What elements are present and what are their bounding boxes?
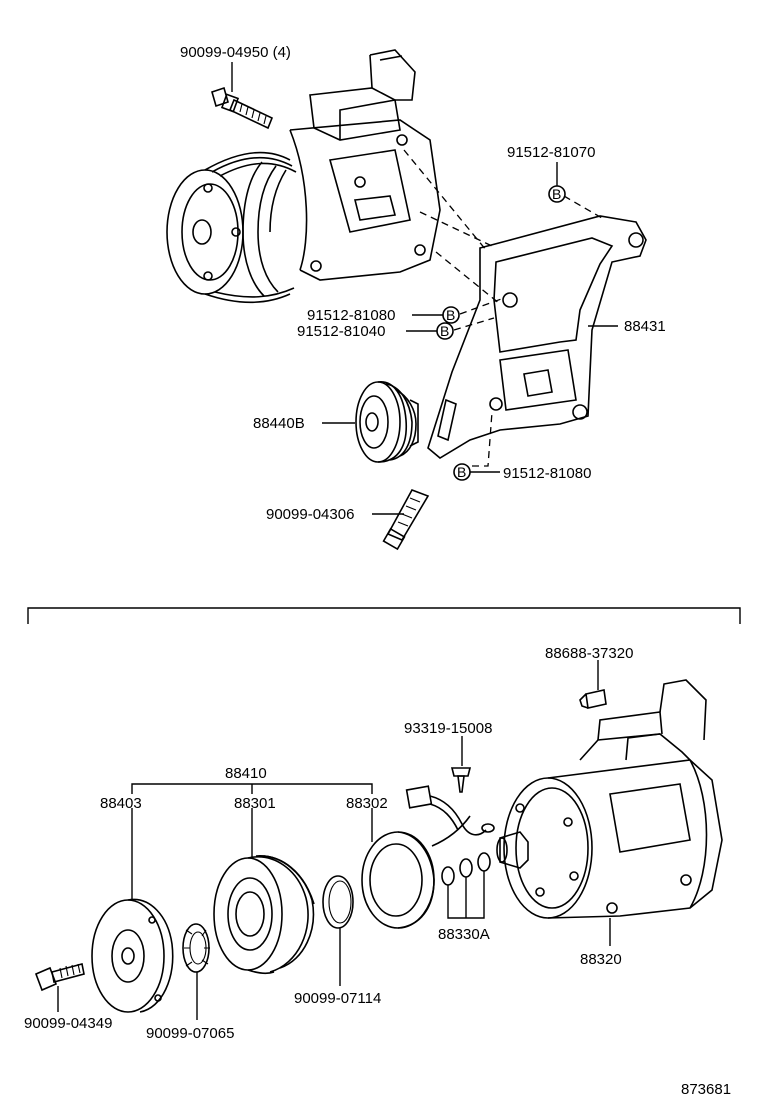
- lead-shims: [447, 871, 485, 919]
- label-washer: 90099-07065: [146, 1025, 234, 1042]
- lead-clutch-assy: [131, 783, 373, 794]
- screw-93319-15008: [450, 767, 472, 793]
- bolt-bottom-top-section: [382, 489, 430, 551]
- svg-text:B: B: [446, 307, 455, 323]
- label-pulley: 88301: [234, 795, 276, 812]
- marker-b-3: B: [436, 322, 454, 340]
- compressor-top: [166, 49, 441, 304]
- dash-4: [563, 195, 603, 219]
- label-bolt-b4: 91512-81080: [503, 465, 591, 482]
- label-bolt-top: 90099-04950 (4): [180, 44, 291, 61]
- label-bolt-hub: 90099-04349: [24, 1015, 112, 1032]
- clip-88688-37320: [579, 689, 607, 709]
- label-snap-ring: 90099-07114: [294, 990, 381, 1007]
- label-screw: 93319-15008: [404, 720, 492, 737]
- label-bolt-bottom: 90099-04306: [266, 506, 354, 523]
- wire-harness: [405, 785, 495, 847]
- dash-1: [419, 211, 493, 247]
- marker-b-1: B: [548, 185, 566, 203]
- svg-text:B: B: [552, 186, 561, 202]
- dash-7: [472, 411, 493, 467]
- bolt-90099-04349: [34, 963, 85, 992]
- hub-88403: [91, 898, 174, 1013]
- dash-5: [459, 297, 505, 315]
- dash-3: [403, 149, 487, 251]
- label-compressor: 88320: [580, 951, 622, 968]
- label-hub: 88403: [100, 795, 142, 812]
- compressor-bottom: [496, 679, 723, 919]
- svg-text:B: B: [457, 464, 466, 480]
- label-bolt-b3: 91512-81040: [297, 323, 385, 340]
- bolt-top: [211, 86, 274, 130]
- label-bolt-b1: 91512-81070: [507, 144, 595, 161]
- marker-b-4: B: [453, 463, 471, 481]
- pulley-88301: [213, 855, 315, 975]
- label-stator: 88302: [346, 795, 388, 812]
- label-bolt-b2: 91512-81080: [307, 307, 395, 324]
- label-clip: 88688-37320: [545, 645, 633, 662]
- section-divider: [27, 607, 741, 624]
- washer-90099-07065: [182, 923, 210, 973]
- svg-text:B: B: [440, 323, 449, 339]
- label-bracket: 88431: [624, 318, 666, 335]
- idler-pulley-88440b: [355, 381, 419, 463]
- dash-6: [453, 317, 495, 331]
- label-clutch-assy: 88410: [225, 765, 267, 782]
- stator-88302: [361, 831, 435, 929]
- dash-2: [435, 251, 501, 305]
- marker-b-2: B: [442, 306, 460, 324]
- figure-number: 873681: [681, 1081, 731, 1098]
- label-idler: 88440B: [253, 415, 305, 432]
- snap-ring-90099-07114: [322, 875, 354, 929]
- bracket-88431: [427, 215, 647, 459]
- label-shims: 88330A: [438, 926, 490, 943]
